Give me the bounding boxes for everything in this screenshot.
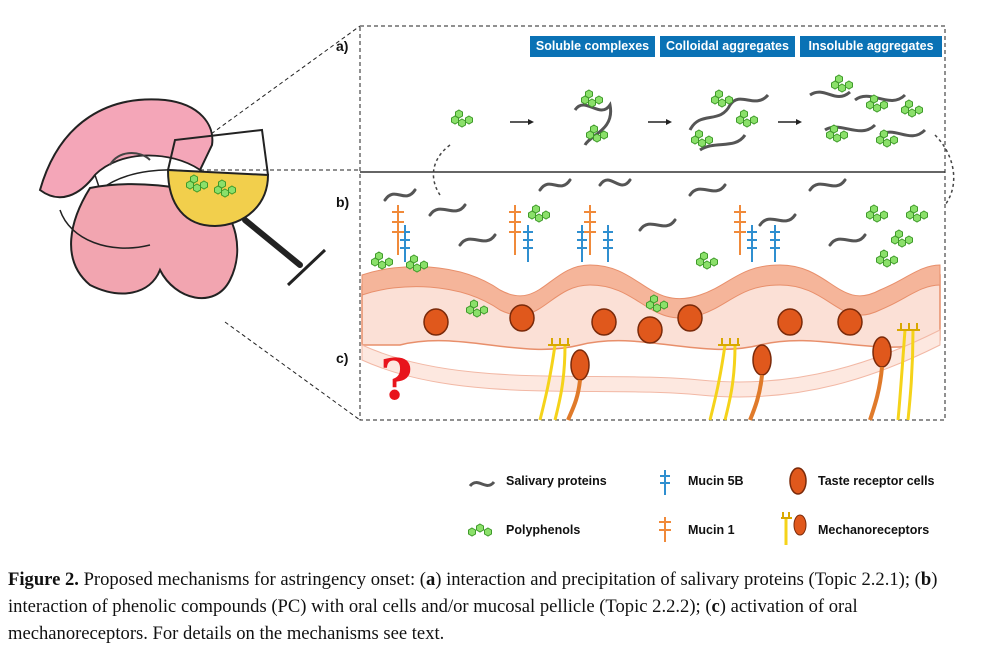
panel-label-c: c) <box>336 350 349 366</box>
caption-ref-b: b <box>920 569 932 590</box>
panel-label-b: b) <box>336 194 350 210</box>
mucin-5b-icon <box>660 470 670 495</box>
caption-ref-a: a <box>425 569 436 590</box>
panel-c-receptors <box>538 323 920 421</box>
astringency-diagram <box>38 25 955 545</box>
mucin-5b-strands <box>400 225 780 262</box>
figure-caption: Figure 2. Proposed mechanisms for astrin… <box>8 566 992 647</box>
salivary-protein-icon <box>468 480 496 488</box>
caption-text-3: ) interaction of phenolic compounds (PC)… <box>8 569 938 617</box>
figure-label: Figure 2. <box>8 569 79 590</box>
stage-soluble: Soluble complexes <box>530 36 655 57</box>
legend-mechanoreceptors: Mechanoreceptors <box>818 523 930 537</box>
mucin-1-strands <box>392 205 746 255</box>
legend-polyphenols: Polyphenols <box>506 523 581 537</box>
caption-text-1: Proposed mechanisms for astringency onse… <box>78 569 426 590</box>
polyphenol-icon <box>468 523 492 537</box>
caption-text-2: ) interaction and precipitation of saliv… <box>435 569 921 590</box>
mechanoreceptor-icon <box>781 512 807 545</box>
legend-salivary-proteins: Salivary proteins <box>506 474 607 488</box>
question-mark: ? <box>380 347 413 413</box>
legend-icons <box>468 467 807 545</box>
legend-taste-receptor-cells: Taste receptor cells <box>818 474 935 488</box>
taste-receptor-icon <box>789 467 807 495</box>
legend-mucin-5b: Mucin 5B <box>688 474 744 488</box>
legend-mucin-1: Mucin 1 <box>688 523 735 537</box>
stage-colloidal: Colloidal aggregates <box>660 36 795 57</box>
panel-a-molecules <box>432 75 955 206</box>
stage-insoluble: Insoluble aggregates <box>800 36 942 57</box>
panel-label-a: a) <box>336 38 349 54</box>
projection-lines <box>199 25 946 421</box>
caption-text-4: ) activation of oral mechanoreceptors. F… <box>8 596 858 644</box>
caption-ref-c: c <box>711 596 720 617</box>
wine-glass <box>166 128 327 287</box>
mucin-1-icon <box>659 517 671 542</box>
tissue-taste-cells <box>423 304 863 344</box>
panel-b-proteins <box>383 178 867 247</box>
